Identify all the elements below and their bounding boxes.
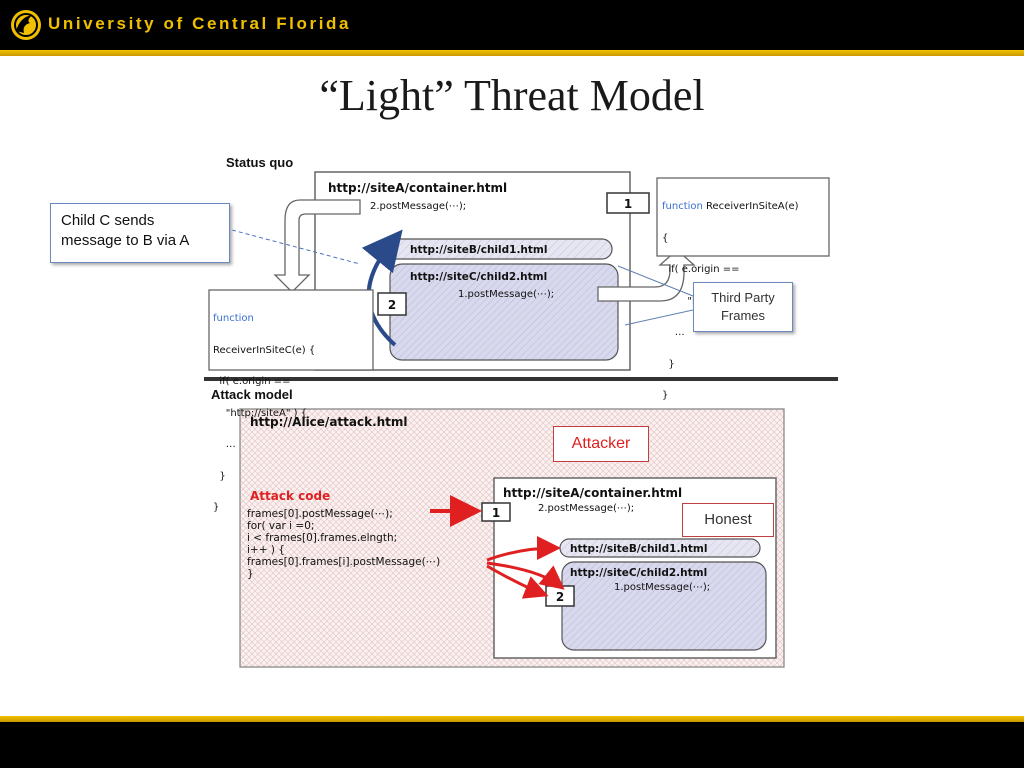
attack-code-line-5: frames[0].frames[i].postMessage(⋯) (247, 556, 440, 568)
receiver-c-line-2: ReceiverInSiteC(e) { (213, 344, 316, 356)
sq-child2-url: http://siteC/child2.html (410, 271, 547, 283)
sq-big-arrow-left (273, 199, 361, 293)
receiver-a-line-1: function ReceiverInSiteA(e) (662, 201, 799, 212)
am-child1-url: http://siteB/child1.html (570, 543, 707, 555)
sq-child2-msg: 1.postMessage(⋯); (458, 289, 554, 300)
attack-arrow-3 (486, 561, 565, 590)
sq-badge-1-label: 1 (624, 197, 632, 211)
receiver-c-line-5: … (213, 439, 236, 450)
child-c-callout-line-1: Child C sends (61, 212, 155, 229)
attack-code-line-4: i++ ) { (247, 544, 285, 556)
receiver-c-line-4: "http://siteA" ) { (213, 407, 308, 419)
sq-container-url: http://siteA/container.html (328, 181, 507, 195)
receiver-a-line-3: if( e.origin == (662, 264, 740, 275)
header-bar (0, 0, 1024, 50)
am-child2-msg: 1.postMessage(⋯); (614, 582, 710, 593)
attack-code-line-1: frames[0].postMessage(⋯); (247, 508, 393, 520)
third-party-line-2 (624, 309, 694, 326)
receiver-c-line-6: } (213, 470, 226, 482)
am-badge-1 (481, 502, 511, 522)
slide-title: “Light” Threat Model (319, 71, 705, 120)
alice-url: http://Alice/attack.html (250, 415, 408, 429)
am-child2-url: http://siteC/child2.html (570, 567, 707, 579)
third-party-line-b: Frames (720, 308, 766, 323)
attack-code-block: frames[0].postMessage(⋯); for( var i =0;… (247, 508, 440, 580)
attack-code-line-3: i < frames[0].frames.elngth; (247, 532, 397, 544)
receiver-a-line-2: { (662, 232, 669, 244)
child-c-callout: Child C sends message to B via A (50, 203, 230, 263)
sq-badge-2-label: 2 (388, 298, 396, 312)
section-divider (204, 377, 838, 381)
attack-model-heading: Attack model (211, 387, 293, 402)
attacker-label: Attacker (553, 426, 649, 462)
sq-child1-url: http://siteB/child1.html (410, 244, 547, 256)
receiver-a-line-5: … (662, 327, 685, 338)
receiver-a-line-6: } (662, 358, 675, 370)
third-party-callout: Third Party Frames (693, 282, 793, 332)
header-gold-line (0, 50, 1024, 56)
receiver-a-line-7: } (662, 390, 669, 401)
child-c-dashed-line (231, 229, 361, 265)
sq-big-arrow-right (597, 249, 696, 302)
attack-code-line-6: } (247, 568, 254, 580)
receiver-c-box (208, 289, 374, 371)
receiver-c-line-7: } (213, 502, 220, 513)
receiver-c-code-lines: function ReceiverInSiteC(e) { if( e.orig… (213, 293, 315, 524)
sq-badge-1 (606, 192, 650, 214)
attack-arrow-4 (486, 564, 549, 599)
footer-gold-line (0, 716, 1024, 722)
status-quo-heading: Status quo (226, 155, 293, 170)
am-badge-2-label: 2 (556, 590, 564, 604)
university-name: University of Central Florida (48, 14, 352, 33)
honest-label: Honest (682, 503, 774, 537)
receiver-c-line-3: if( e.origin == (213, 376, 291, 387)
third-party-line-1 (617, 265, 694, 297)
attack-code-line-2: for( var i =0; (247, 520, 314, 532)
receiver-c-line-1: function (213, 313, 254, 324)
am-container-url: http://siteA/container.html (503, 486, 682, 500)
sq-badge-2 (377, 292, 407, 316)
ucf-pegasus-logo-icon (11, 10, 41, 40)
am-container-msg: 2.postMessage(⋯); (538, 503, 634, 514)
third-party-line-a: Third Party (711, 290, 775, 305)
child-c-callout-line-2: message to B via A (61, 232, 190, 249)
attack-code-label: Attack code (250, 489, 330, 503)
am-badge-1-label: 1 (492, 506, 500, 520)
attack-arrow-2 (486, 536, 561, 562)
receiver-a-box (656, 177, 830, 257)
footer-bar (0, 716, 1024, 768)
sq-container-msg: 2.postMessage(⋯); (370, 201, 466, 212)
